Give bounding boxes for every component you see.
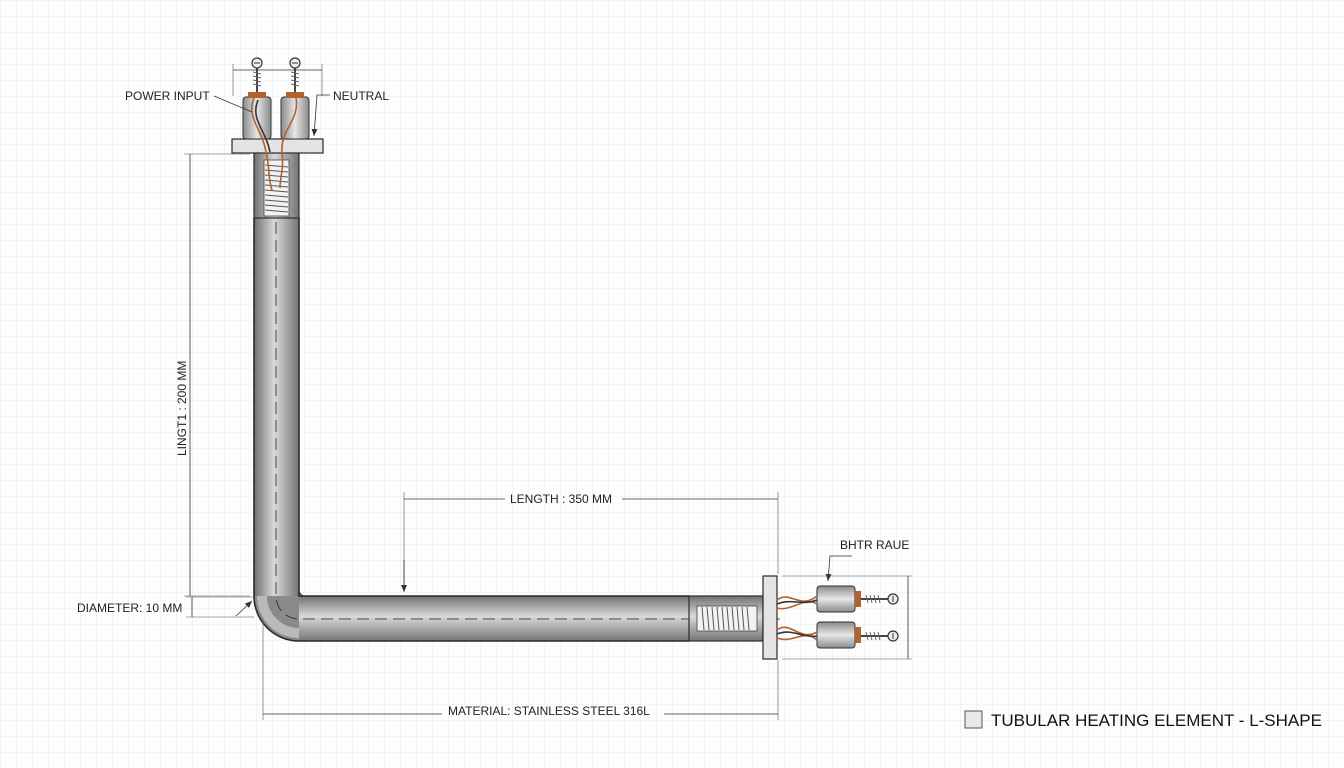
horizontal-length-label: LENGTH : 350 MM: [510, 492, 612, 506]
drawing-title: TUBULAR HEATING ELEMENT - L-SHAPE: [991, 711, 1322, 730]
right-terminal-assembly: [688, 575, 899, 660]
l-shaped-tube: [253, 150, 780, 642]
title-block: TUBULAR HEATING ELEMENT - L-SHAPE: [964, 710, 1322, 730]
diameter-label: DIAMETER: 10 MM: [77, 601, 182, 615]
material-label: MATERIAL: STAINLESS STEEL 316L: [448, 704, 650, 718]
power-input-label: POWER INPUT: [125, 89, 210, 103]
top-flange: [231, 138, 324, 154]
right-terminal-lower: [816, 621, 856, 649]
neutral-label: NEUTRAL: [333, 89, 389, 103]
right-terminal-upper: [816, 585, 856, 613]
dimension-lines: [184, 64, 912, 720]
bracket-label: BHTR RAUE: [840, 538, 909, 552]
vertical-tube-leg: [254, 218, 299, 596]
horizontal-tube-leg: [299, 596, 689, 641]
top-terminal-assembly: [231, 57, 324, 219]
vertical-length-label: LINGT1 : 200 MM: [175, 361, 189, 456]
right-flange: [762, 575, 778, 660]
title-square-icon: [964, 710, 983, 729]
